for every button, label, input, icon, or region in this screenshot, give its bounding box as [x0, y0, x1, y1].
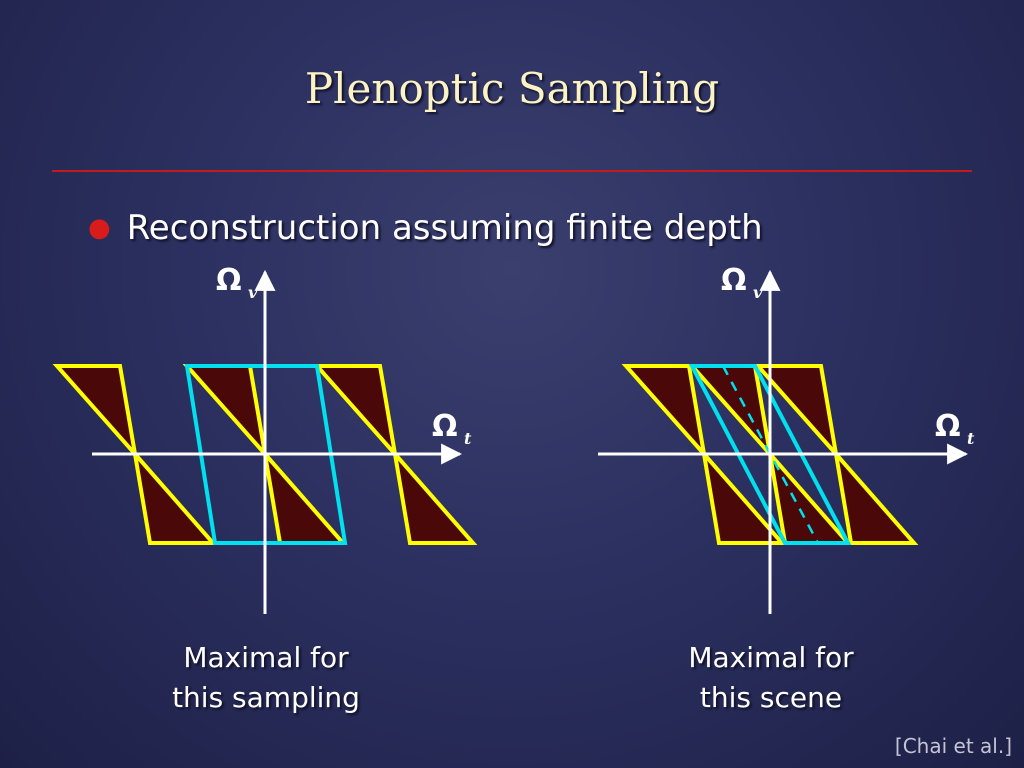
left-diagram: Ω v Ω t — [52, 263, 478, 614]
bullet-text: Reconstruction assuming finite depth — [126, 208, 763, 248]
left-caption-line2: this sampling — [172, 681, 360, 714]
right-replica-1-bottom — [700, 447, 787, 545]
left-x-axis-label: Ω — [432, 409, 458, 444]
bullet-item: ● Reconstruction assuming finite depth — [88, 208, 763, 248]
left-replica-3-top — [312, 364, 399, 461]
left-caption: Maximal for this sampling — [116, 638, 416, 718]
left-replica-3-bottom — [391, 447, 478, 545]
left-replica-1-bottom — [131, 447, 218, 545]
right-caption: Maximal for this scene — [621, 638, 921, 718]
left-x-axis-subscript: t — [464, 429, 472, 448]
right-replica-3-bottom — [832, 447, 919, 545]
bullet-dot-icon: ● — [88, 213, 111, 243]
right-replica-1-top — [621, 364, 708, 461]
right-x-axis-label: Ω — [935, 409, 961, 444]
left-replica-1-top — [52, 364, 139, 461]
right-y-axis-subscript: v — [753, 283, 763, 302]
right-diagram: Ω v Ω t — [598, 263, 975, 614]
citation: [Chai et al.] — [894, 734, 1012, 758]
right-caption-line2: this scene — [699, 681, 843, 714]
right-replica-3-top — [753, 364, 840, 461]
right-caption-line1: Maximal for — [688, 641, 854, 674]
right-filter-center-dashed — [721, 365, 820, 544]
left-y-axis-subscript: v — [248, 283, 258, 302]
title-divider — [52, 170, 972, 172]
left-reconstruction-filter — [184, 364, 348, 545]
slide-title: Plenoptic Sampling — [304, 64, 720, 113]
right-y-axis-label: Ω — [721, 263, 747, 298]
left-caption-line1: Maximal for — [183, 641, 349, 674]
right-reconstruction-filter — [688, 364, 852, 545]
left-spectrum-replicas — [52, 364, 478, 545]
right-x-axis-subscript: t — [967, 429, 975, 448]
left-y-axis-label: Ω — [216, 263, 242, 298]
